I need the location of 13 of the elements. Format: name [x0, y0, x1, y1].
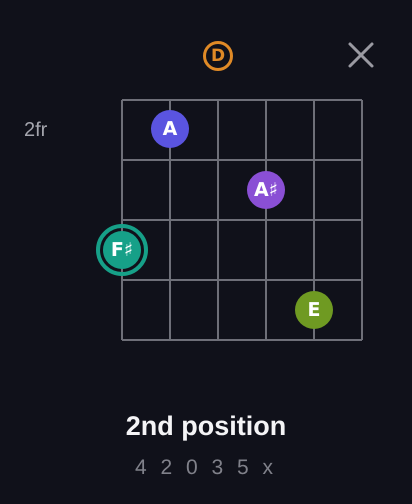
- chord-title: 2nd position: [124, 411, 288, 442]
- note-name: D: [210, 48, 226, 64]
- note-dot: [151, 110, 189, 148]
- note-name: A♯: [254, 180, 278, 200]
- note-name: A: [162, 120, 178, 138]
- fret-number: 2fr: [24, 119, 48, 142]
- fingering-text: 4 2 0 3 5 x: [134, 456, 278, 480]
- note-dot: [247, 171, 285, 209]
- note-name: F♯: [110, 240, 134, 260]
- open-string-marker: [203, 41, 233, 71]
- note-name: E: [308, 300, 320, 320]
- note-dot: [295, 291, 333, 329]
- root-note-dot: [96, 224, 148, 276]
